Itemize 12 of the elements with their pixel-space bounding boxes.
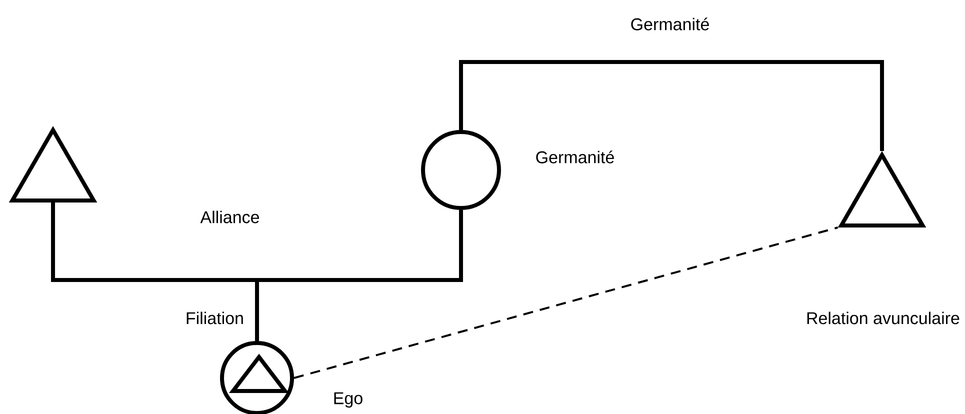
edge-label: Relation avunculaire [807, 312, 960, 324]
edge-label: Alliance [200, 210, 260, 224]
dashed-line [294, 226, 838, 379]
circle-symbol [421, 130, 501, 210]
edge-label: Germanité [631, 18, 709, 30]
relation-label: Germanité [536, 150, 614, 164]
connector-line [51, 202, 463, 282]
node-caption: Ego [334, 392, 362, 408]
connector-line [459, 60, 884, 151]
ego-symbol [220, 340, 294, 414]
edge-label: Filiation [186, 312, 243, 324]
connector-line [255, 280, 259, 341]
